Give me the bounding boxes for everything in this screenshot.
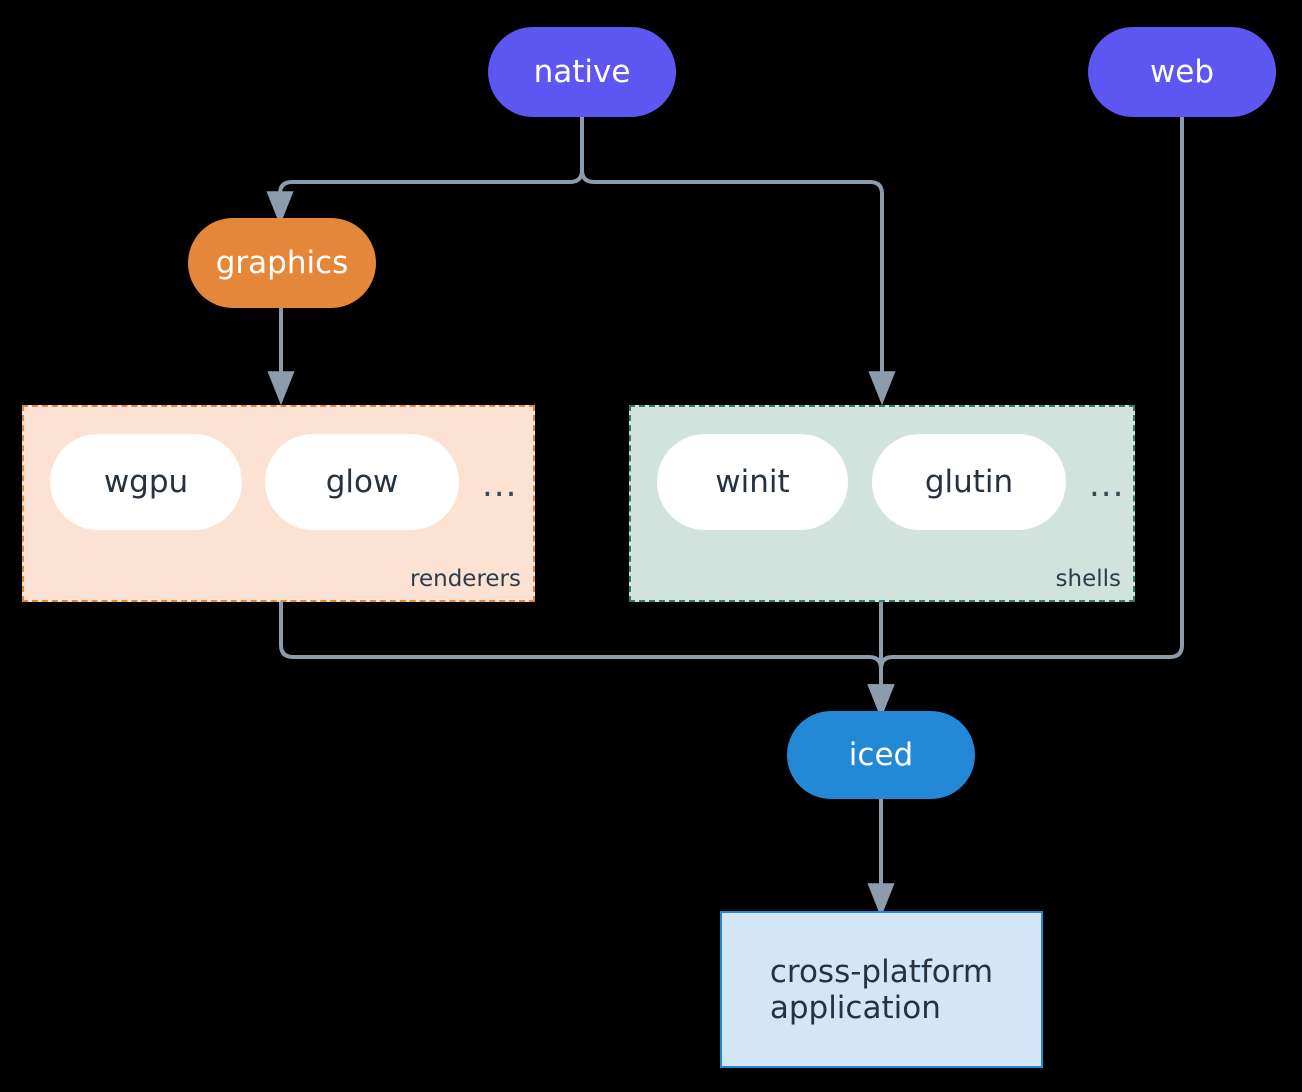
node-graphics[interactable]: graphics [188,218,376,308]
cluster-shells: winit glutin ... shells [629,405,1135,602]
node-application-label: cross-platform application [769,953,994,1026]
edge-renderers-to-iced [279,600,895,719]
node-graphics-label: graphics [215,244,349,281]
node-iced[interactable]: iced [787,711,975,799]
node-native-label: native [533,53,631,90]
leaf-glow-label: glow [325,464,399,500]
node-iced-label: iced [848,736,914,773]
node-web[interactable]: web [1088,27,1276,117]
node-application[interactable]: cross-platform application [720,911,1043,1068]
cluster-renderers: wgpu glow ... renderers [22,405,535,602]
node-web-label: web [1149,53,1215,90]
leaf-winit[interactable]: winit [657,434,848,530]
renderers-more-ellipsis: ... [482,465,518,505]
cluster-shells-label: shells [1055,566,1121,592]
node-native[interactable]: native [488,27,676,117]
shells-more-ellipsis: ... [1089,465,1125,505]
edge-native-to-shells [580,116,896,406]
leaf-winit-label: winit [715,464,790,500]
edge-native-to-graphics [266,116,584,226]
leaf-wgpu[interactable]: wgpu [50,434,242,530]
cluster-renderers-label: renderers [410,566,521,592]
leaf-glutin-label: glutin [924,464,1014,500]
leaf-glutin[interactable]: glutin [872,434,1066,530]
leaf-wgpu-label: wgpu [103,464,189,500]
leaf-glow[interactable]: glow [265,434,459,530]
